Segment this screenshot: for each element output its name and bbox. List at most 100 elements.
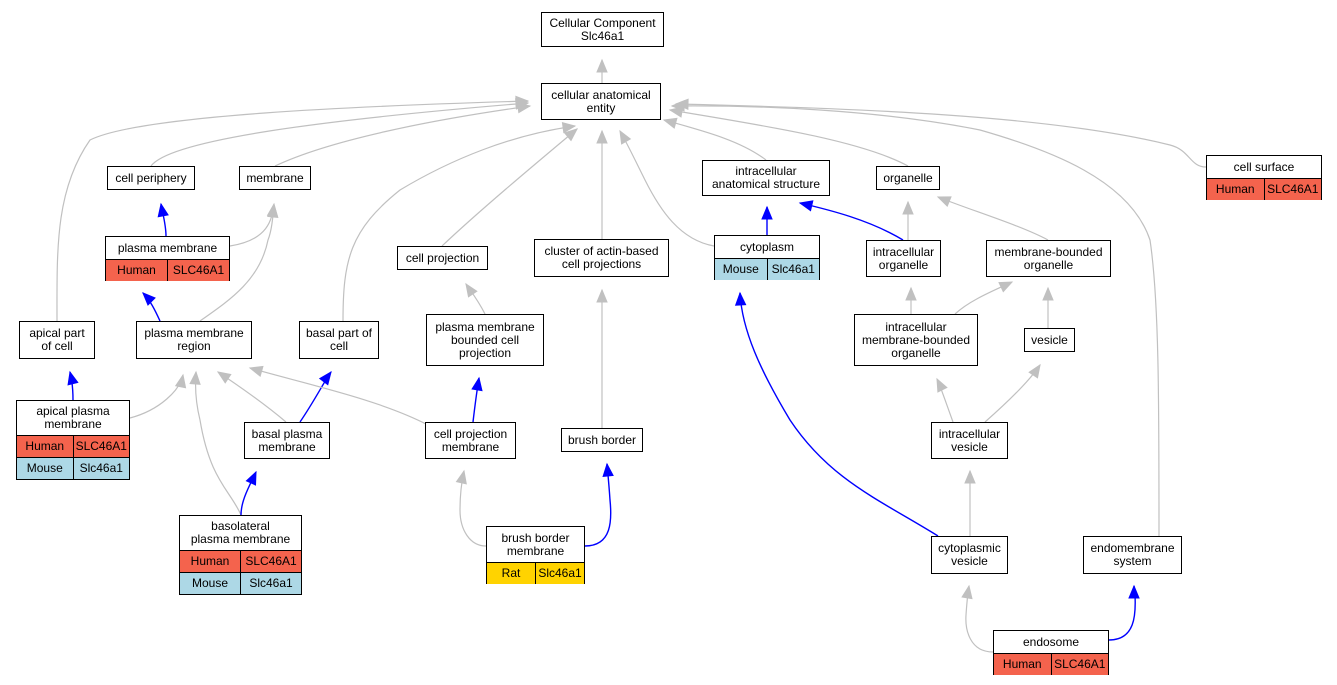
edge-arrowhead (964, 469, 976, 484)
gene-name: SLC46A1 (1050, 654, 1109, 675)
species-row-human: Human SLC46A1 (994, 653, 1108, 675)
node-brush-border[interactable]: brush border (561, 428, 643, 452)
node-label: cell surface (1233, 159, 1295, 174)
edge-is-a (229, 203, 275, 247)
species-name: Rat (501, 566, 521, 580)
node-label: plasma membrane region (144, 326, 244, 353)
edge-is-a (56, 100, 529, 322)
node-endomembrane-system[interactable]: endomembrane system (1083, 536, 1182, 574)
node-membrane[interactable]: membrane (239, 166, 311, 190)
node-basal-plasma-membrane[interactable]: basal plasma membrane (244, 422, 330, 459)
node-label: intracellular anatomical structure (711, 164, 821, 191)
species-row-human: Human SLC46A1 (1207, 178, 1321, 200)
edge-arrowhead (267, 203, 279, 219)
edge-is-a (441, 128, 578, 247)
gene-name: SLC46A1 (167, 260, 229, 281)
node-cellular-anatomical-entity[interactable]: cellular anatomical entity (541, 83, 661, 120)
species-name: Human (25, 439, 65, 453)
edge-is-a (669, 109, 909, 167)
species-name: Human (1002, 657, 1042, 671)
edge-arrowhead (734, 291, 747, 306)
edge-is-a (274, 105, 531, 167)
node-label: Cellular Component Slc46a1 (549, 15, 656, 43)
node-endosome[interactable]: endosome Human SLC46A1 (993, 630, 1109, 675)
species-name: Human (117, 263, 156, 277)
node-label: brush border membrane (501, 530, 570, 558)
node-cell-surface[interactable]: cell surface Human SLC46A1 (1206, 155, 1322, 200)
edge-arrowhead (174, 373, 187, 389)
node-plasma-membrane-region[interactable]: plasma membrane region (136, 321, 252, 359)
node-label: plasma membrane bounded cell projection (435, 319, 535, 360)
node-label: membrane (246, 170, 304, 185)
node-label: intracellular organelle (872, 244, 935, 272)
node-label: cell projection membrane (433, 426, 508, 454)
node-intracellular-vesicle[interactable]: intracellular vesicle (931, 422, 1008, 459)
edge-arrowhead (142, 292, 156, 306)
node-label: vesicle (1031, 332, 1068, 347)
edge-arrowhead (902, 200, 914, 215)
node-cytoplasm[interactable]: cytoplasm Mouse Slc46a1 (714, 235, 820, 280)
species-row-mouse: Mouse Slc46a1 (180, 572, 301, 594)
edge-arrowhead (596, 129, 608, 144)
edge-arrowhead (998, 281, 1014, 293)
edge-arrowhead (245, 470, 257, 486)
edge-arrowhead (216, 371, 232, 384)
species-name: Mouse (191, 576, 229, 590)
node-label: cytoplasm (739, 239, 795, 254)
edge-arrowhead (515, 95, 530, 108)
node-cell-projection[interactable]: cell projection (397, 246, 488, 270)
node-cluster-actin-projections[interactable]: cluster of actin-based cell projections (534, 239, 669, 277)
species-row-human: Human SLC46A1 (106, 259, 229, 281)
edge-part-of (739, 292, 939, 537)
node-intracellular-organelle[interactable]: intracellular organelle (866, 240, 941, 277)
gene-name: SLC46A1 (240, 551, 301, 572)
node-brush-border-membrane[interactable]: brush border membrane Rat Slc46a1 (486, 526, 585, 584)
node-apical-part-of-cell[interactable]: apical part of cell (19, 321, 95, 359)
node-cytoplasmic-vesicle[interactable]: cytoplasmic vesicle (931, 536, 1008, 574)
node-intracellular-membrane-bounded-organelle[interactable]: intracellular membrane-bounded organelle (854, 314, 978, 366)
node-organelle[interactable]: organelle (876, 166, 940, 190)
node-label: apical plasma membrane (36, 404, 110, 431)
node-plasma-membrane[interactable]: plasma membrane Human SLC46A1 (105, 236, 230, 281)
edge-arrowhead (1028, 363, 1041, 379)
edge-arrowhead (157, 202, 169, 218)
species-row-human: Human SLC46A1 (17, 435, 129, 457)
edge-arrowhead (596, 288, 608, 303)
node-label: basal plasma membrane (251, 426, 323, 454)
node-label: endomembrane system (1090, 541, 1175, 568)
species-row-rat: Rat Slc46a1 (487, 562, 584, 584)
edge-arrowhead (619, 129, 632, 145)
node-label: apical part of cell (29, 326, 85, 353)
species-name: Mouse (26, 461, 63, 475)
gene-name: Slc46a1 (240, 573, 301, 594)
species-row-mouse: Mouse Slc46a1 (715, 258, 819, 280)
edge-arrowhead (596, 58, 608, 73)
node-vesicle[interactable]: vesicle (1024, 328, 1075, 352)
node-apical-plasma-membrane[interactable]: apical plasma membrane Human SLC46A1 Mou… (16, 400, 130, 480)
node-basolateral-plasma-membrane[interactable]: basolateral plasma membrane Human SLC46A… (179, 515, 302, 595)
edge-arrowhead (455, 469, 467, 485)
node-pm-bounded-cell-projection[interactable]: plasma membrane bounded cell projection (426, 314, 544, 366)
edge-is-a (675, 103, 1207, 168)
node-basal-part-of-cell[interactable]: basal part of cell (299, 321, 379, 359)
edge-is-a (217, 371, 287, 423)
node-membrane-bounded-organelle[interactable]: membrane-bounded organelle (986, 240, 1111, 277)
node-intracellular-anatomical-structure[interactable]: intracellular anatomical structure (702, 160, 830, 196)
species-name: Human (1215, 182, 1255, 196)
edge-arrowhead (1128, 584, 1140, 599)
species-row-mouse: Mouse Slc46a1 (17, 457, 129, 479)
edge-arrowhead (905, 286, 917, 301)
node-label: intracellular membrane-bounded organelle (861, 319, 971, 360)
gene-name: Slc46a1 (535, 563, 584, 584)
node-label: endosome (1022, 634, 1080, 649)
node-cell-projection-membrane[interactable]: cell projection membrane (425, 422, 516, 459)
gene-name: Slc46a1 (72, 458, 130, 479)
edge-arrowhead (67, 370, 79, 386)
node-label: organelle (883, 170, 933, 185)
node-cell-periphery[interactable]: cell periphery (107, 166, 195, 190)
node-cellular-component[interactable]: Cellular Component Slc46a1 (541, 12, 664, 47)
species-name: Mouse (722, 262, 759, 276)
edge-is-a (150, 102, 529, 167)
edge-arrowhead (936, 377, 948, 393)
